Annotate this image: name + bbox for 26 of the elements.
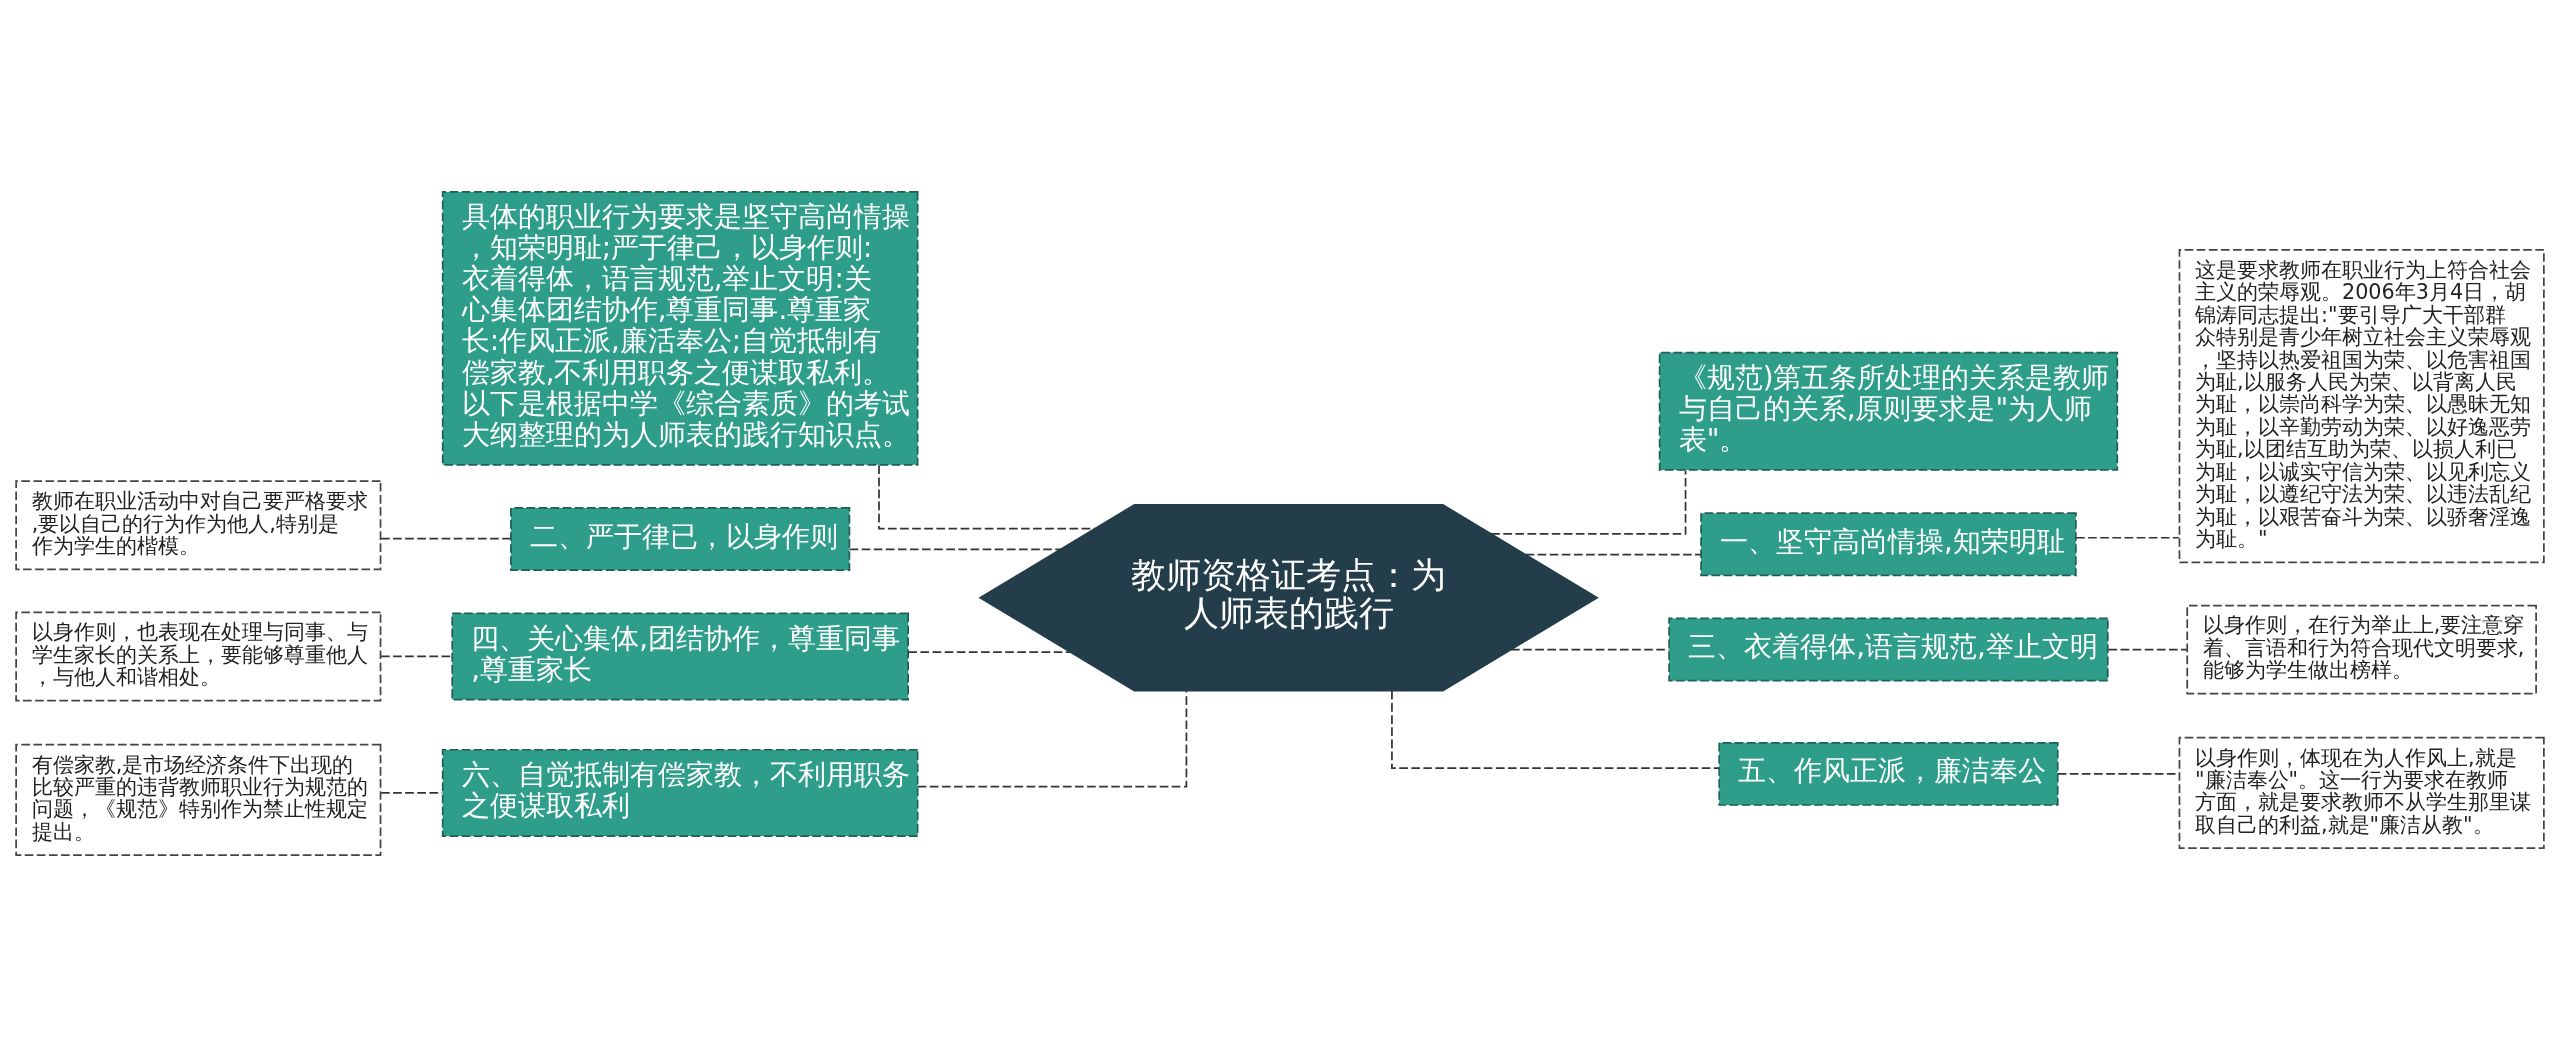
connector [380, 537, 511, 539]
node-box: 三、衣着得体,语言规范,举止文明 [1668, 617, 2109, 682]
connector [1391, 689, 1720, 769]
connector [2075, 536, 2180, 539]
node-box: 以身作则，也表现在处理与同事、与学生家长的关系上，要能够尊重他人，与他人和谐相处。 [15, 611, 382, 701]
connector [380, 655, 453, 657]
connector [848, 548, 1062, 550]
connector [916, 689, 1188, 787]
connector [1510, 648, 1670, 650]
node-box: 一、坚守高尚情操,知荣明耻 [1700, 511, 2077, 576]
connector [878, 463, 1096, 530]
node-box: 具体的职业行为要求是坚守高尚情操，知荣明耻;严于律己，以身作则:衣着得体，语言规范,举止文明:关心集体团结协作,尊重同事.尊重家长:作风正派,廉活奉公;自觉抵制有偿家教,不利用职务之便谋取私利。以下是根据中学《综合素质》的考试大纲整理的为人师表的践行知识点。 [441, 190, 919, 466]
node-box: 有偿家教,是市场经济条件下出现的比较严重的违背教师职业行为规范的问题，《规范》特别作为禁止性规定提出。 [15, 743, 382, 856]
node-box: 五、作风正派，廉洁奉公 [1718, 741, 2059, 806]
connector [1524, 553, 1702, 555]
node-box: 二、严于律已，以身作则 [510, 506, 851, 571]
node-box: 以身作则，在行为举止上,要注意穿着、言语和行为符合现代文明要求,能够为学生做出榜样。 [2186, 604, 2537, 694]
node-box: 以身作则，体现在为人作风上,就是"廉洁奉公"。这一行为要求在教师方面，就是要求教师不从学生那里谋取自己的利益,就是"廉洁从教"。 [2178, 736, 2545, 849]
node-box: 《规范)第五条所处理的关系是教师与自己的关系,原则要求是"为人师表"。 [1658, 351, 2119, 471]
node-box: 四、关心集体,团结协作，尊重同事,尊重家长 [451, 611, 909, 701]
connector [2107, 648, 2188, 650]
node-box: 教师在职业活动中对自己要严格要求,要以自己的行为作为他人,特别是作为学生的楷模。 [15, 479, 382, 570]
node-box: 六、自觉抵制有偿家教，不利用职务之便谋取私利 [441, 748, 919, 837]
connector [907, 650, 1071, 653]
connector [1490, 469, 1687, 535]
node-box: 这是要求教师在职业行为上符合社会主义的荣辱观。2006年3月4日，胡锦涛同志提出:"要引导广大干部群众特别是青少年树立社会主义荣辱观，坚持以热爱祖国为荣、以危害祖国为耻,以服务人民为荣、以背离人民为耻，以崇尚科学为荣、以愚昧无知为耻，以辛勤劳动为荣、以好逸恶劳为耻,以团结互助为荣、以损人利已为耻，以诚实守信为荣、以见利忘义为耻，以遵纪守法为荣、以违法乱纪为耻，以艰苦奋斗为荣、以骄奢淫逸为耻。" [2178, 248, 2545, 563]
